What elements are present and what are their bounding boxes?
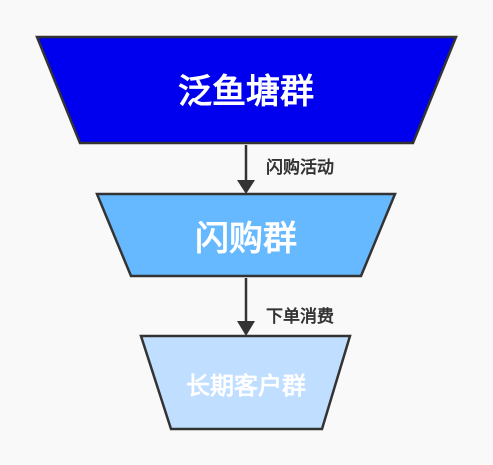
arrow-head-2 [237,321,255,336]
stage-3-shape [139,334,352,431]
stage-2-label: 闪购群 [195,219,297,259]
transition-2-label: 下单消费 [266,306,334,327]
stage-2-shape [95,192,397,278]
stage-1-shape [35,35,458,145]
transition-1-label: 闪购活动 [266,157,334,178]
arrow-head-1 [237,180,255,194]
stage-1-label: 泛鱼塘群 [178,72,314,112]
stage-3-label: 长期客户群 [186,372,306,400]
